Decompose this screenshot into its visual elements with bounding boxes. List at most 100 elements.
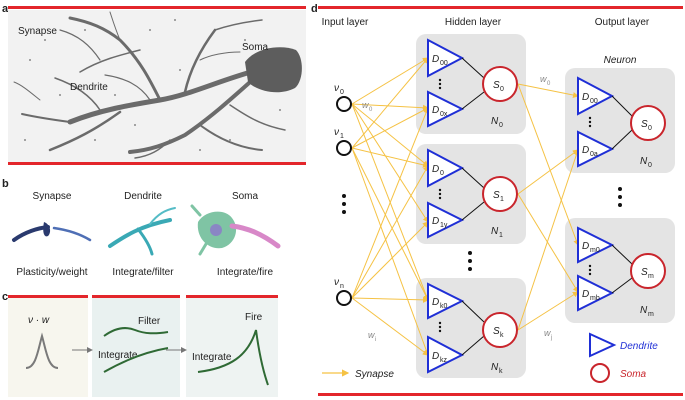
legend: Synapse Dendrite Soma bbox=[322, 332, 658, 383]
d-sub: kz bbox=[440, 357, 448, 364]
d-label: D bbox=[582, 241, 589, 252]
output-neuron-0: D 00 D 0a S 0 N 0 bbox=[577, 76, 666, 169]
dendrite-triangle bbox=[427, 90, 465, 128]
panel-c-bar-3 bbox=[186, 295, 278, 298]
dendrite-illustration bbox=[108, 207, 176, 256]
spike-curve-synapse bbox=[25, 332, 59, 369]
input-neuron-1: ν 1 bbox=[334, 127, 352, 156]
label-integrate-dendrite: Integrate bbox=[98, 350, 138, 361]
n-sub: k bbox=[499, 368, 503, 375]
d-sub: 1y bbox=[440, 222, 448, 229]
panel-c-box-soma bbox=[186, 298, 278, 397]
dendrite-triangle bbox=[577, 76, 615, 116]
synapse-illustration bbox=[12, 222, 92, 242]
panel-c-letter: c bbox=[2, 291, 8, 303]
s-sub: m bbox=[648, 273, 654, 280]
s-sub: k bbox=[500, 332, 504, 339]
input-label-0-base: ν bbox=[334, 83, 339, 94]
title-synapse: Synapse bbox=[33, 191, 72, 202]
weight-wi-base: w bbox=[368, 330, 375, 340]
caption-soma: Integrate/fire bbox=[217, 267, 274, 278]
d-label: D bbox=[432, 216, 439, 227]
d-sub: m0 bbox=[590, 247, 600, 254]
s-label: S bbox=[641, 267, 648, 278]
weight-wj-base: w bbox=[544, 328, 551, 338]
d-label: D bbox=[432, 105, 439, 116]
s-label: S bbox=[493, 190, 500, 201]
title-dendrite: Dendrite bbox=[124, 191, 162, 202]
n-sub: m bbox=[648, 311, 654, 318]
dendrite-triangle bbox=[427, 201, 465, 239]
integrate-curve-dendrite bbox=[103, 347, 169, 373]
label-soma: Soma bbox=[242, 42, 269, 53]
output-neuron-m: D m0 D mb S m N m bbox=[577, 226, 666, 318]
d-sub: k0 bbox=[440, 303, 448, 310]
dendrite-triangle bbox=[427, 148, 465, 188]
panel-a-top-bar bbox=[8, 6, 306, 9]
hidden-ellipsis bbox=[468, 251, 472, 271]
d-label: D bbox=[582, 289, 589, 300]
label-filter: Filter bbox=[138, 316, 161, 327]
neuron-title: Neuron bbox=[604, 55, 637, 66]
soma-illustration bbox=[190, 204, 281, 256]
hidden-neuron-0: D 00 D 0x S 0 N 0 bbox=[427, 38, 518, 129]
d-sub: 00 bbox=[440, 60, 448, 67]
legend-dendrite: Dendrite bbox=[620, 341, 658, 352]
dendrite-triangle bbox=[577, 130, 615, 168]
soma-circle bbox=[482, 312, 518, 348]
d-label: D bbox=[582, 92, 589, 103]
label-synapse: Synapse bbox=[18, 26, 57, 37]
soma-circle bbox=[630, 105, 666, 141]
input-label-n-base: ν bbox=[334, 277, 339, 288]
d-label: D bbox=[432, 54, 439, 65]
weight-wj-sub: j bbox=[550, 335, 552, 341]
panel-b-letter: b bbox=[2, 178, 9, 190]
s-sub: 0 bbox=[500, 86, 504, 93]
caption-dendrite: Integrate/filter bbox=[112, 267, 174, 278]
panel-d-top-bar bbox=[318, 6, 683, 9]
caption-synapse: Plasticity/weight bbox=[16, 267, 87, 278]
s-label: S bbox=[493, 326, 500, 337]
neuron-micrograph bbox=[8, 10, 306, 162]
synapse-connections bbox=[351, 57, 580, 356]
panel-d-letter: d bbox=[311, 3, 318, 15]
filter-curve bbox=[103, 327, 169, 337]
formula-nu-w: ν · w bbox=[28, 315, 50, 326]
layer-title-hidden: Hidden layer bbox=[445, 17, 502, 28]
label-integrate-soma: Integrate bbox=[192, 352, 232, 363]
hidden-neuron-1: D 0 D 1y S 1 N 1 bbox=[427, 148, 518, 239]
hidden-neuron-k: D k0 D kz S k N k bbox=[427, 282, 518, 375]
layer-title-output: Output layer bbox=[595, 17, 650, 28]
legend-synapse: Synapse bbox=[355, 369, 394, 380]
d-sub: 00 bbox=[590, 98, 598, 105]
n-sub: 1 bbox=[499, 232, 503, 239]
soma-circle bbox=[482, 66, 518, 102]
n-sub: 0 bbox=[648, 162, 652, 169]
weight-w0-out-sub: 0 bbox=[547, 81, 551, 87]
s-sub: 1 bbox=[500, 196, 504, 203]
s-sub: 0 bbox=[648, 125, 652, 132]
n-label: N bbox=[491, 362, 499, 373]
panel-c-box-synapse bbox=[8, 298, 88, 397]
n-label: N bbox=[491, 226, 499, 237]
soma-circle bbox=[630, 253, 666, 289]
input-label-0-sub: 0 bbox=[340, 89, 344, 96]
weight-wi-sub: i bbox=[375, 337, 376, 343]
soma-body bbox=[245, 47, 302, 93]
input-label-1-sub: 1 bbox=[340, 133, 344, 140]
dendrite-triangle bbox=[577, 226, 615, 264]
legend-soma: Soma bbox=[620, 369, 647, 380]
panel-a-bottom-bar bbox=[8, 162, 306, 165]
input-neuron-0: ν 0 bbox=[334, 83, 352, 112]
panel-a-letter: a bbox=[2, 3, 9, 15]
dendrite-triangle bbox=[427, 335, 465, 374]
d-sub: 0x bbox=[440, 111, 448, 118]
legend-dendrite-icon bbox=[589, 332, 617, 358]
dendrite-triangle bbox=[427, 38, 465, 78]
layer-title-input: Input layer bbox=[322, 17, 369, 28]
legend-soma-icon bbox=[590, 363, 610, 383]
dendrite-triangle bbox=[577, 274, 615, 312]
dendrite-triangle bbox=[427, 282, 465, 320]
soma-circle bbox=[482, 176, 518, 212]
